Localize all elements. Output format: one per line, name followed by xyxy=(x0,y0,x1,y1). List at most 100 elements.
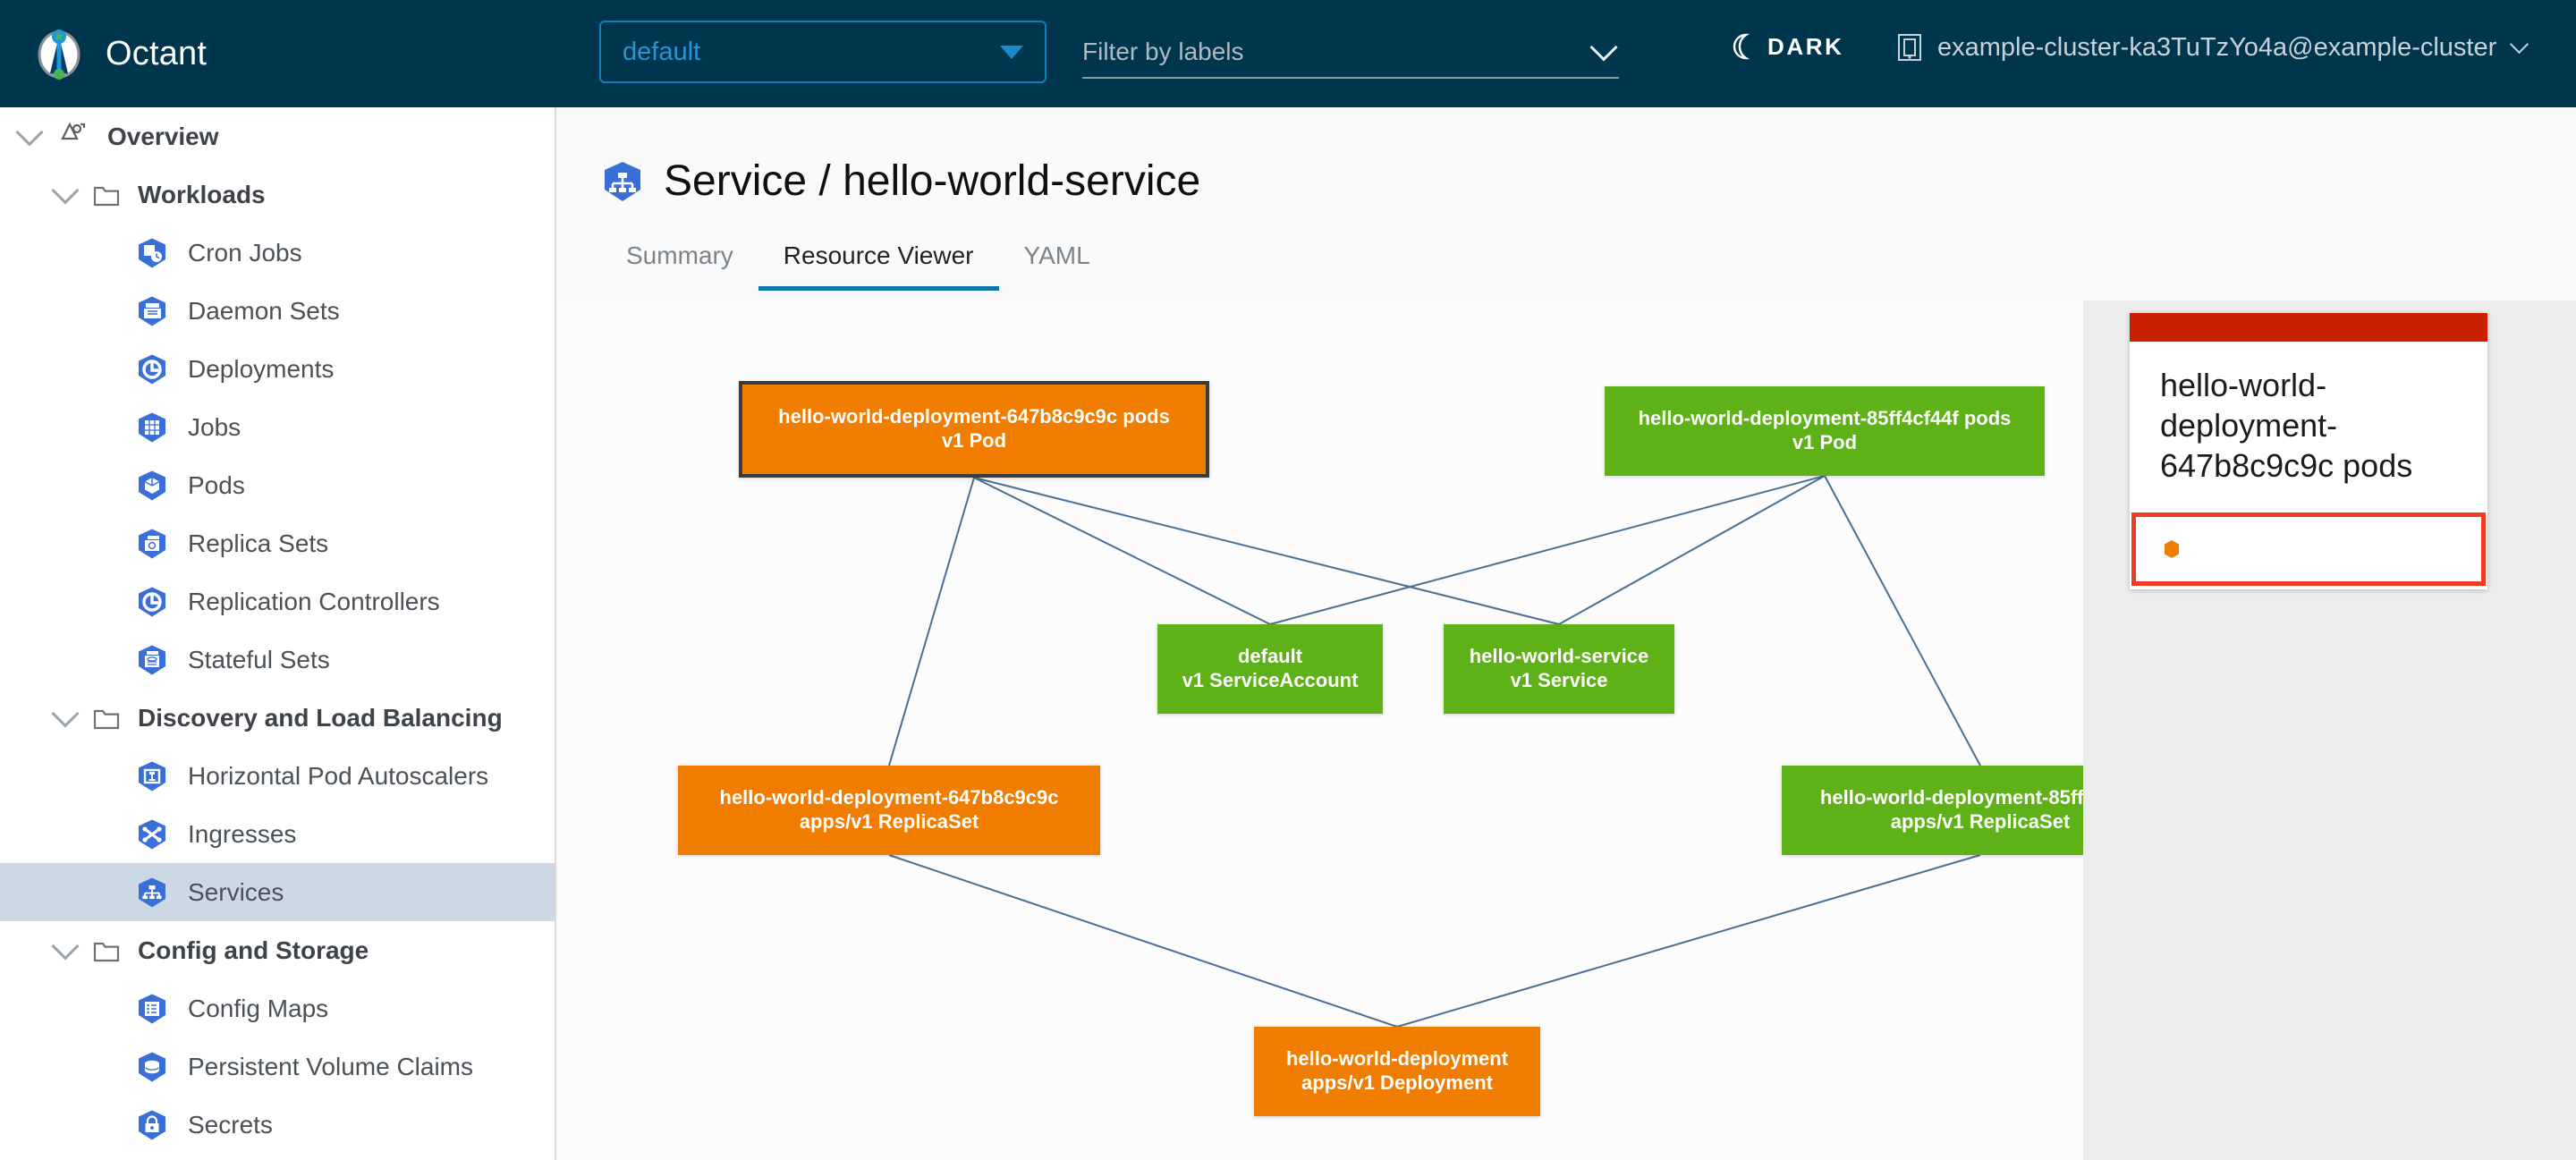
sidebar-item-replica-sets[interactable]: Replica Sets xyxy=(0,514,555,572)
theme-toggle[interactable]: DARK xyxy=(1726,32,1844,61)
sidebar-item-stateful-sets[interactable]: Stateful Sets xyxy=(0,631,555,689)
detail-panel: hello-world-deployment-647b8c9c9c pods xyxy=(2083,301,2576,1160)
label-filter-input[interactable]: Filter by labels xyxy=(1082,27,1619,79)
octant-logo-icon xyxy=(32,27,86,80)
graph-node[interactable]: hello-world-deployment-85ff4cf44f podsv1… xyxy=(1605,386,2045,476)
graph-node-name: hello-world-deployment-85ff4cf44f pods xyxy=(1639,407,2012,431)
sidebar-item-deployments[interactable]: Deployments xyxy=(0,340,555,398)
tab-yaml[interactable]: YAML xyxy=(999,241,1115,291)
sidebar-item-label: Persistent Volume Claims xyxy=(188,1053,473,1081)
sidebar-item-replication-controllers[interactable]: Replication Controllers xyxy=(0,572,555,631)
namespace-value: default xyxy=(623,38,1000,67)
graph-node-name: hello-world-deployment-647b8c9c9c xyxy=(720,786,1059,810)
sidebar-item-label: Config Maps xyxy=(188,995,328,1023)
sidebar-item-label: Stateful Sets xyxy=(188,646,330,674)
graph-node[interactable]: defaultv1 ServiceAccount xyxy=(1157,624,1383,714)
sidebar-nav[interactable]: OverviewWorkloadsCron JobsDaemon SetsDep… xyxy=(0,107,556,1160)
sidebar-item-label: Workloads xyxy=(138,181,266,209)
sidebar-item-label: Config and Storage xyxy=(138,936,369,965)
detail-card-status-row[interactable] xyxy=(2131,512,2486,586)
graph-node-kind: v1 Pod xyxy=(942,429,1006,453)
orange-hexagon-status-icon xyxy=(2163,539,2181,559)
k8s-pod-icon xyxy=(136,470,168,502)
k8s-service-icon xyxy=(601,160,644,203)
chevron-down-icon[interactable] xyxy=(51,932,79,960)
page-title: Service / hello-world-service xyxy=(601,157,2576,206)
cluster-select[interactable]: example-cluster-ka3TuTzYo4a@example-clus… xyxy=(1896,32,2526,63)
sidebar-item-workloads[interactable]: Workloads xyxy=(0,165,555,224)
graph-edge xyxy=(889,478,974,766)
sidebar-item-overview[interactable]: Overview xyxy=(0,107,555,165)
sidebar-item-label: Secrets xyxy=(188,1111,273,1139)
graph-node-kind: apps/v1 ReplicaSet xyxy=(1891,810,2071,834)
namespace-select[interactable]: default xyxy=(599,21,1046,83)
graph-node-name: hello-world-service xyxy=(1470,645,1649,669)
sidebar-item-label: Replication Controllers xyxy=(188,588,440,616)
cluster-name: example-cluster-ka3TuTzYo4a@example-clus… xyxy=(1937,33,2496,63)
brand-title: Octant xyxy=(106,35,207,73)
sidebar-item-config-and-storage[interactable]: Config and Storage xyxy=(0,921,555,979)
sidebar-item-label: Ingresses xyxy=(188,820,296,849)
sidebar-item-jobs[interactable]: Jobs xyxy=(0,398,555,456)
k8s-job-icon xyxy=(136,411,168,444)
folder-icon xyxy=(93,706,120,731)
resource-viewer-graph[interactable]: hello-world-deployment-647b8c9c9c podsv1… xyxy=(558,301,2083,1160)
graph-node-name: hello-world-deployment xyxy=(1286,1047,1508,1071)
tab-resource-viewer[interactable]: Resource Viewer xyxy=(758,241,999,291)
sidebar-item-label: Services xyxy=(188,878,284,907)
sidebar-item-secrets[interactable]: Secrets xyxy=(0,1096,555,1154)
chevron-down-icon[interactable] xyxy=(15,118,43,146)
sidebar-item-label: Horizontal Pod Autoscalers xyxy=(188,762,488,791)
sidebar-item-ingresses[interactable]: Ingresses xyxy=(0,805,555,863)
k8s-deployment-icon xyxy=(136,353,168,385)
sidebar-item-pods[interactable]: Pods xyxy=(0,456,555,514)
graph-edge xyxy=(1825,476,1980,766)
page-title-text: Service / hello-world-service xyxy=(664,157,1200,206)
graph-node-kind: v1 Pod xyxy=(1792,431,1857,455)
k8s-secret-icon xyxy=(136,1109,168,1141)
main-content: Service / hello-world-service SummaryRes… xyxy=(558,107,2576,1160)
graph-edge xyxy=(974,478,1270,624)
graph-node[interactable]: hello-world-servicev1 Service xyxy=(1444,624,1674,714)
graph-edge xyxy=(974,478,1559,624)
folder-icon xyxy=(93,938,120,963)
graph-node[interactable]: hello-world-deployment-647b8c9c9c podsv1… xyxy=(739,381,1209,478)
graph-node-kind: apps/v1 Deployment xyxy=(1301,1071,1493,1096)
tab-summary[interactable]: Summary xyxy=(601,241,758,291)
chevron-down-icon[interactable] xyxy=(51,176,79,204)
caret-down-icon xyxy=(1000,46,1023,59)
label-filter-placeholder: Filter by labels xyxy=(1082,38,1594,66)
sidebar-item-config-maps[interactable]: Config Maps xyxy=(0,979,555,1037)
graph-node-kind: apps/v1 ReplicaSet xyxy=(800,810,979,834)
sidebar-item-daemon-sets[interactable]: Daemon Sets xyxy=(0,282,555,340)
sidebar-item-label: Overview xyxy=(107,123,219,151)
k8s-pvc-icon xyxy=(136,1051,168,1083)
sidebar-item-label: Pods xyxy=(188,471,245,500)
graph-edge xyxy=(889,855,1397,1027)
graph-node[interactable]: hello-world-deploymentapps/v1 Deployment xyxy=(1254,1027,1540,1116)
chevron-down-icon xyxy=(1589,33,1617,61)
graph-node-kind: v1 Service xyxy=(1511,669,1608,693)
graph-node[interactable]: hello-world-deployment-647b8c9c9capps/v1… xyxy=(678,766,1100,855)
sidebar-item-services[interactable]: Services xyxy=(0,863,555,921)
tab-bar[interactable]: SummaryResource ViewerYAML xyxy=(601,241,2524,291)
sidebar-item-cron-jobs[interactable]: Cron Jobs xyxy=(0,224,555,282)
detail-card-header xyxy=(2130,313,2487,342)
k8s-replicaset-icon xyxy=(136,528,168,560)
detail-card-title: hello-world-deployment-647b8c9c9c pods xyxy=(2130,342,2487,512)
brand[interactable]: Octant xyxy=(0,27,556,80)
chevron-down-icon xyxy=(2510,35,2529,54)
sidebar-item-label: Deployments xyxy=(188,355,334,384)
graph-node-kind: v1 ServiceAccount xyxy=(1182,669,1359,693)
moon-icon xyxy=(1726,32,1755,61)
graph-node[interactable]: hello-world-deployment-85ff4cf44fapps/v1… xyxy=(1782,766,2083,855)
graph-node-name: hello-world-deployment-85ff4cf44f xyxy=(1820,786,2083,810)
detail-card[interactable]: hello-world-deployment-647b8c9c9c pods xyxy=(2130,313,2487,589)
sidebar-item-label: Jobs xyxy=(188,413,241,442)
sidebar-item-horizontal-pod-autoscalers[interactable]: Horizontal Pod Autoscalers xyxy=(0,747,555,805)
sidebar-item-discovery-and-load-balancing[interactable]: Discovery and Load Balancing xyxy=(0,689,555,747)
sidebar-item-persistent-volume-claims[interactable]: Persistent Volume Claims xyxy=(0,1037,555,1096)
cluster-icon xyxy=(1896,32,1923,63)
chevron-down-icon[interactable] xyxy=(51,699,79,727)
